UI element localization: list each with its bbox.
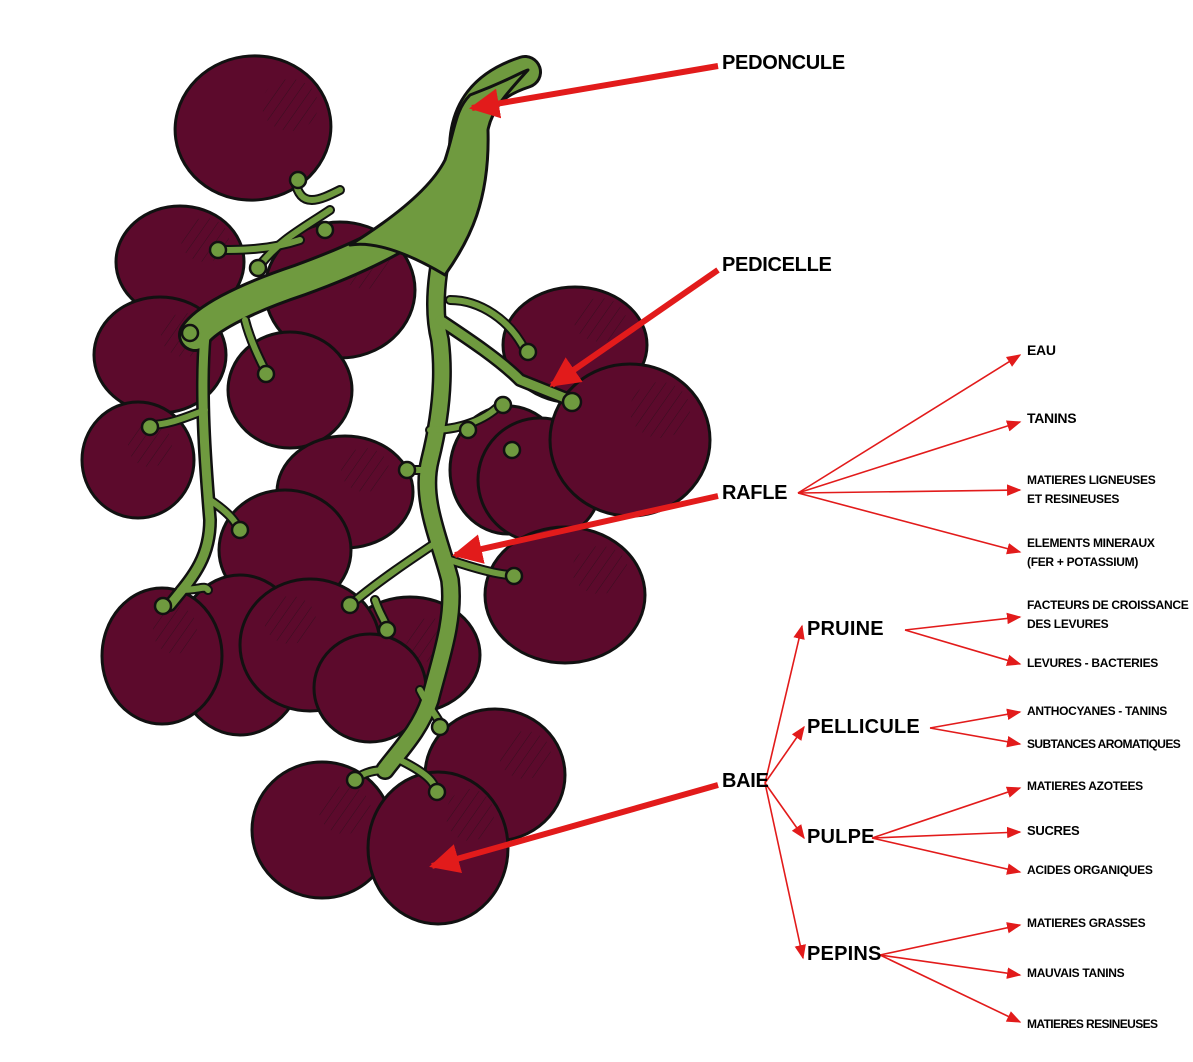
arrow-baie-pellicule	[764, 725, 805, 784]
grape-berry	[173, 54, 333, 202]
arrow-pellicule-anthocyanes	[929, 708, 1022, 729]
arrow-baie	[429, 782, 719, 874]
item-facteurs-line1: FACTEURS DE CROISSANCE	[1027, 598, 1189, 612]
arrow-pedicelle	[549, 267, 720, 388]
composition-arrows	[764, 354, 1022, 1023]
arrow-pulpe-acides	[871, 837, 1022, 875]
item-matieres-grasses: MATIERES GRASSES	[1027, 916, 1146, 930]
grape-berry	[483, 525, 647, 665]
arrow-pepins-resineuses	[879, 954, 1022, 1023]
label-baie: BAIE	[722, 770, 769, 792]
label-pellicule: PELLICULE	[807, 716, 920, 738]
item-eau: EAU	[1027, 342, 1056, 358]
item-ligneuses-line2: ET RESINEUSES	[1027, 492, 1120, 506]
label-pedicelle: PEDICELLE	[722, 254, 832, 276]
arrow-pepins-mauvais	[879, 954, 1022, 979]
item-elements-mineraux: ELEMENTS MINERAUX (FER + POTASSIUM)	[1027, 534, 1155, 572]
arrow-baie-pulpe	[764, 782, 805, 840]
item-mineraux-line2: (FER + POTASSIUM)	[1027, 555, 1139, 569]
label-pulpe: PULPE	[807, 826, 875, 848]
arrow-rafle-eau	[797, 354, 1022, 494]
item-mauvais-tanins: MAUVAIS TANINS	[1027, 966, 1125, 980]
label-pruine: PRUINE	[807, 618, 884, 640]
arrow-pruine-levures	[904, 629, 1022, 666]
arrow-pruine-facteurs	[904, 612, 1022, 631]
label-pepins: PEPINS	[807, 943, 882, 965]
item-matieres-ligneuses: MATIERES LIGNEUSES ET RESINEUSES	[1027, 471, 1156, 509]
item-facteurs-croissance: FACTEURS DE CROISSANCE DES LEVURES	[1027, 596, 1189, 634]
arrow-baie-pruine	[764, 624, 805, 784]
arrow-pellicule-aromatiques	[929, 727, 1022, 748]
arrow-rafle-mineraux	[797, 492, 1022, 555]
item-mineraux-line1: ELEMENTS MINERAUX	[1027, 536, 1155, 550]
item-matieres-azotees: MATIERES AZOTEES	[1027, 779, 1143, 793]
grape-berry	[548, 362, 712, 518]
label-arrows	[429, 63, 720, 874]
item-ligneuses-line1: MATIERES LIGNEUSES	[1027, 473, 1156, 487]
item-acides-organiques: ACIDES ORGANIQUES	[1027, 863, 1153, 877]
arrow-pulpe-sucres	[871, 826, 1022, 839]
arrow-pedoncule	[469, 63, 719, 119]
item-levures-bacteries: LEVURES - BACTERIES	[1027, 656, 1158, 670]
grape-bunch	[80, 54, 712, 926]
label-pedoncule: PEDONCULE	[722, 52, 845, 74]
arrow-baie-pepins	[764, 782, 806, 960]
item-matieres-resineuses: MATIERES RESINEUSES	[1027, 1017, 1158, 1031]
arrow-rafle-tanins	[797, 420, 1022, 494]
item-facteurs-line2: DES LEVURES	[1027, 617, 1109, 631]
item-anthocyanes: ANTHOCYANES - TANINS	[1027, 704, 1168, 718]
arrow-pepins-grasses	[879, 922, 1022, 956]
grape-berry	[226, 330, 354, 450]
item-sucres: SUCRES	[1027, 823, 1080, 838]
arrow-rafle	[452, 493, 719, 564]
item-tanins: TANINS	[1027, 410, 1077, 426]
arrow-pulpe-azotees	[871, 786, 1022, 839]
item-substances-aromatiques: SUBTANCES AROMATIQUES	[1027, 737, 1181, 751]
label-rafle: RAFLE	[722, 482, 788, 504]
arrow-rafle-ligneuses	[797, 484, 1022, 496]
